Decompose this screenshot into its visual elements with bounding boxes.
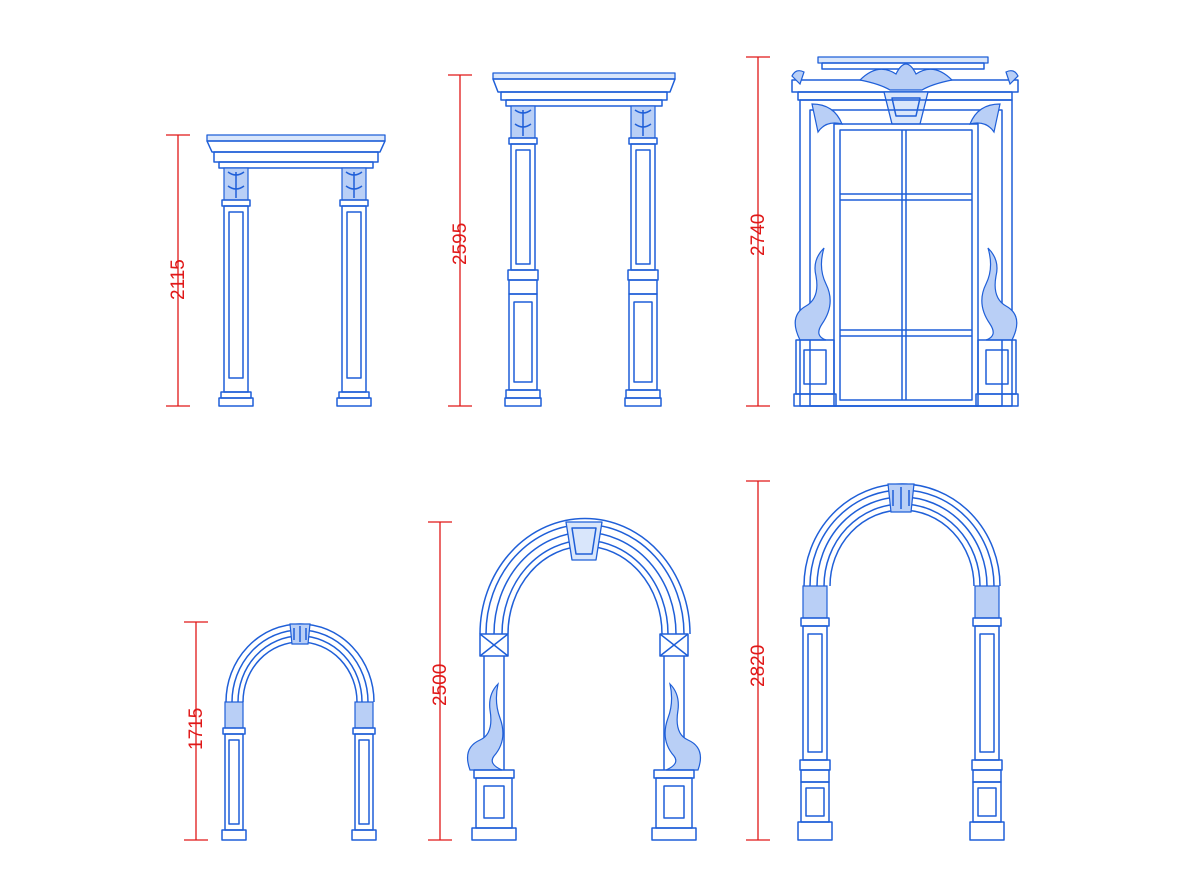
right-column (651, 633, 701, 841)
left-column (221, 701, 247, 841)
right-column (624, 105, 662, 407)
left-column (218, 167, 254, 407)
right-column (969, 585, 1005, 841)
door-portal-2 (492, 72, 676, 407)
left-scroll (467, 682, 504, 771)
height-label-2500: 2500 (430, 664, 451, 706)
round-arch-3 (797, 483, 1005, 841)
round-arch-1 (221, 623, 377, 841)
left-column (467, 633, 517, 841)
height-label-1715: 1715 (186, 708, 207, 750)
dimension-2740: 2740 (746, 56, 770, 407)
round-arch-2 (467, 517, 701, 841)
door-portal-1 (206, 134, 386, 407)
ornate-double-door (791, 56, 1019, 407)
height-label-2115: 2115 (168, 259, 189, 300)
right-scroll (981, 247, 1018, 341)
keystone (883, 91, 929, 125)
right-column (336, 167, 372, 407)
dimension-2820: 2820 (746, 480, 770, 841)
dimension-1715: 1715 (184, 621, 208, 841)
height-label-2595: 2595 (450, 223, 471, 265)
height-label-2740: 2740 (748, 214, 769, 256)
dimension-2115: 2115 (166, 134, 190, 407)
left-column (797, 585, 833, 841)
right-scroll (664, 682, 701, 771)
left-scroll (794, 247, 831, 341)
dimension-2500: 2500 (428, 521, 452, 841)
height-label-2820: 2820 (748, 645, 769, 687)
right-column (351, 701, 377, 841)
dimension-2595: 2595 (448, 74, 472, 407)
crest-ornament (858, 63, 954, 91)
left-column (504, 105, 542, 407)
